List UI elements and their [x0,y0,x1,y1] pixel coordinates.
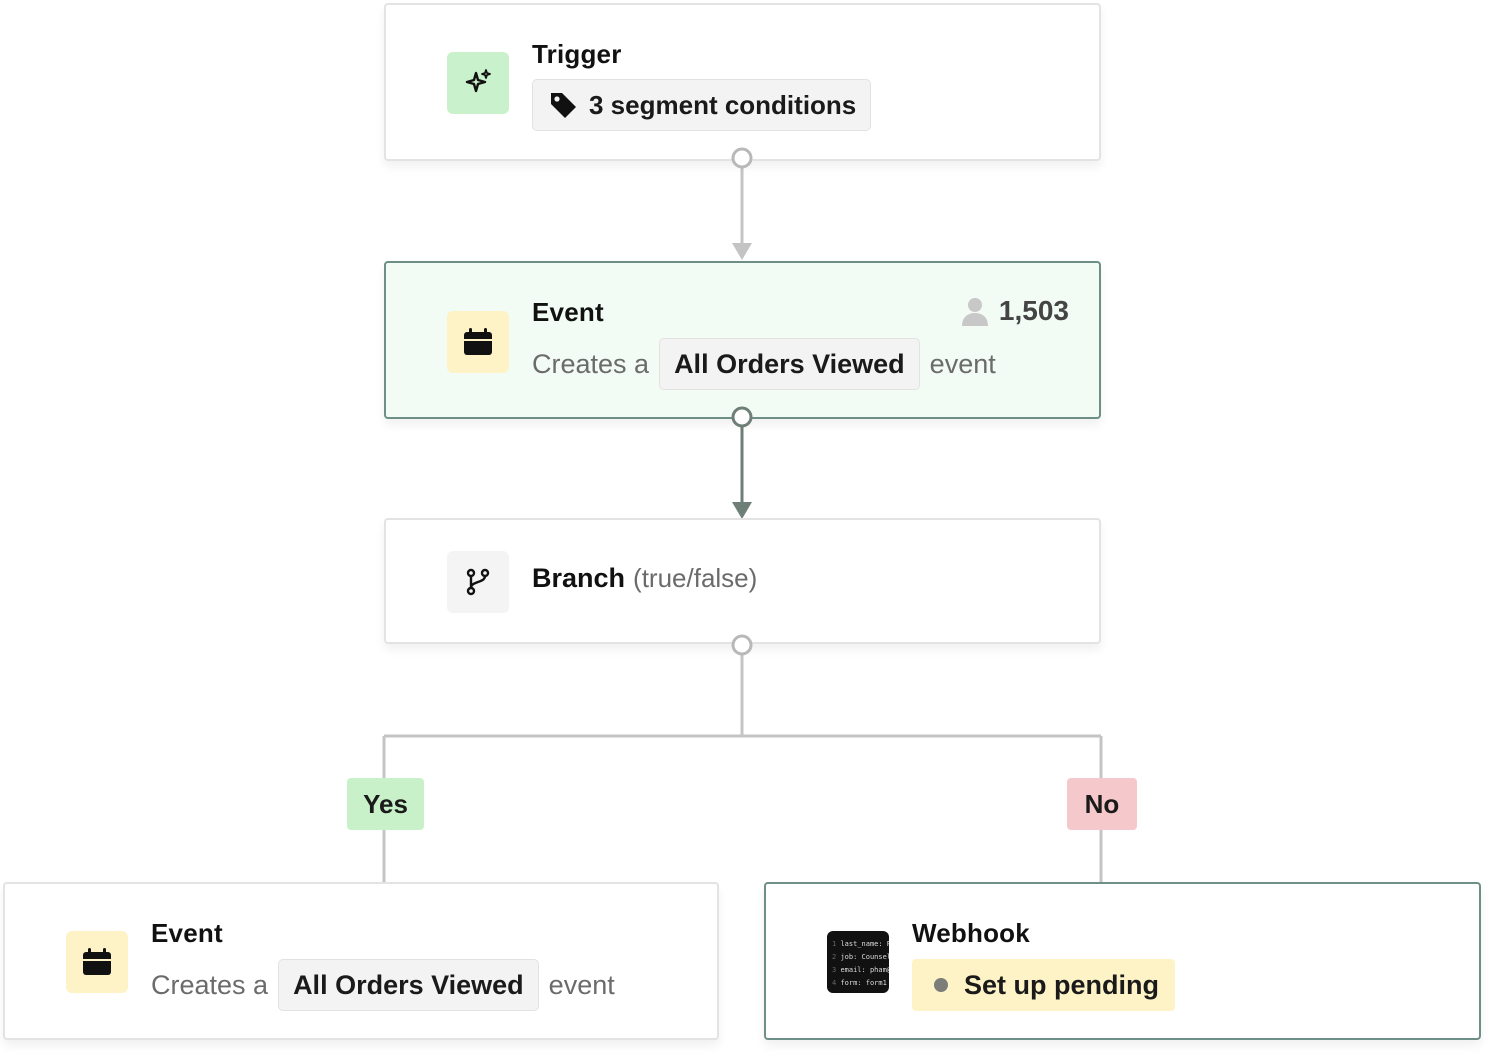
branch-icon-box [447,551,509,613]
status-dot-icon [934,978,948,992]
trigger-icon-box [447,52,509,114]
event-yes-card[interactable]: Event Creates a All Orders Viewed event [3,882,719,1040]
event-yes-title: Event [151,918,223,948]
event-name-chip[interactable]: All Orders Viewed [659,338,920,390]
event-yes-icon-box [66,931,128,993]
webhook-card[interactable]: 1 last_name: Ph 2 job: Counselli 3 email… [764,882,1481,1040]
event-yes-name-chip[interactable]: All Orders Viewed [278,959,539,1011]
branch-title: Branch [532,563,626,593]
branch-yes-label: Yes [347,778,424,830]
webhook-code-thumbnail: 1 last_name: Ph 2 job: Counselli 3 email… [827,931,889,993]
recipient-count: 1,503 [959,295,1069,327]
person-icon [961,298,988,326]
event-output-port[interactable] [730,405,754,429]
code-line: 1 last_name: Ph [832,940,889,948]
setup-pending-text: Set up pending [964,969,1159,1000]
event-yes-prefix: Creates a [151,969,269,1000]
event-card[interactable]: Event 1,503 Creates a All Orders Viewed … [384,261,1101,419]
event-prefix: Creates a [532,348,650,379]
branch-split-lines [382,654,1103,882]
branch-icon [466,568,490,596]
code-line: 4 form: form1 [832,979,887,987]
event-title: Event [532,297,604,327]
arrow-head [732,243,752,260]
code-line: 2 job: Counselli [832,953,889,961]
trigger-title: Trigger [532,39,622,69]
event-suffix: event [929,348,996,379]
recipient-count-value: 1,503 [998,295,1069,326]
arrow-head-active [732,502,752,519]
branch-card[interactable]: Branch (true/false) [384,518,1101,644]
trigger-output-port[interactable] [730,146,754,170]
event-yes-suffix: event [548,969,615,1000]
webhook-title: Webhook [912,918,1030,948]
trigger-card[interactable]: Trigger 3 segment conditions [384,3,1101,161]
branch-subtitle: (true/false) [633,563,758,593]
branch-output-port[interactable] [730,633,754,657]
setup-pending-badge[interactable]: Set up pending [912,959,1175,1011]
sparkles-icon [465,69,491,93]
calendar-icon [83,948,111,975]
branch-no-label: No [1067,778,1137,830]
calendar-icon [464,328,492,355]
code-line: 3 email: pham@ [832,966,889,974]
segment-conditions-chip[interactable]: 3 segment conditions [532,79,872,131]
event-icon-box [447,311,509,373]
segment-conditions-text: 3 segment conditions [589,89,857,120]
tag-icon [551,93,576,118]
